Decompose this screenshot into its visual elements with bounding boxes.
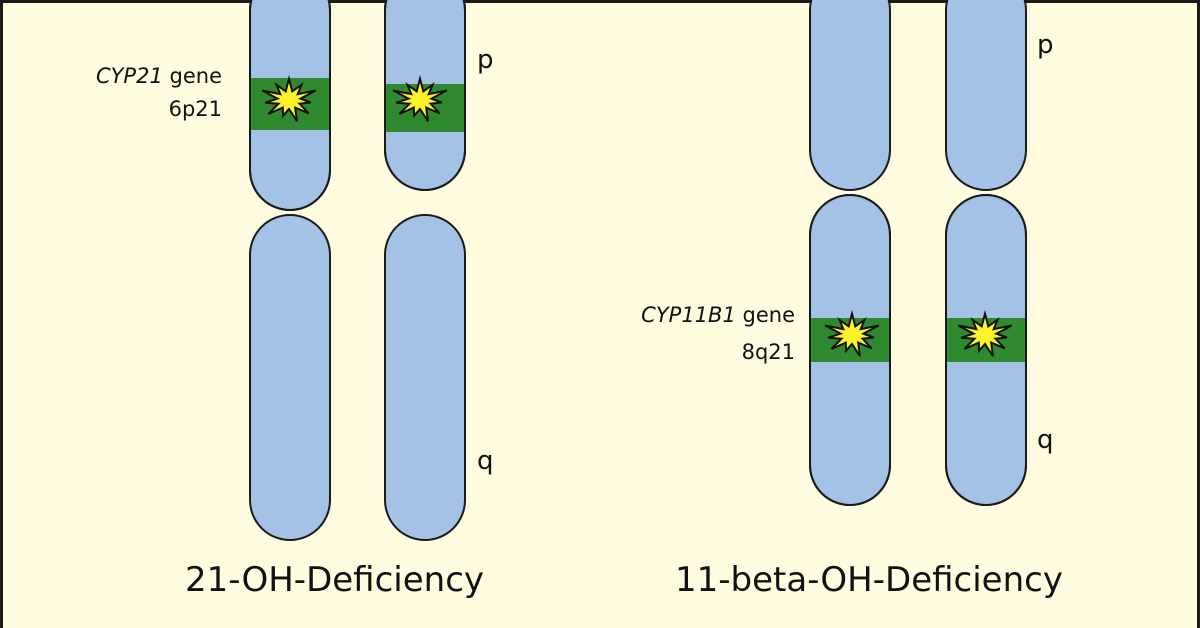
arm-label-p: p: [1037, 30, 1054, 60]
chromosome-6-left: [249, 0, 331, 541]
chromosome-6-right: [384, 0, 466, 541]
starburst-icon: [824, 309, 880, 357]
caption-21-oh: 21-OH-Deficiency: [185, 560, 485, 600]
caption-11-beta-oh: 11-beta-OH-Deficiency: [675, 560, 1063, 600]
gene-label-cyp21: CYP21 gene: [96, 66, 222, 87]
chromosome-8-right: [945, 0, 1027, 506]
q-arm: [384, 214, 466, 541]
q-arm: [249, 214, 331, 541]
p-arm: [945, 0, 1027, 191]
gene-name: CYP11B1: [641, 303, 736, 327]
band-label-6p21: 6p21: [168, 97, 222, 121]
gene-word: gene: [742, 303, 795, 327]
gene-word: gene: [169, 64, 222, 88]
arm-label-p: p: [477, 45, 494, 75]
gene-label-cyp11b1: CYP11B1 gene: [641, 305, 795, 326]
starburst-icon: [261, 74, 317, 122]
arm-label-q: q: [1037, 425, 1054, 455]
chromosome-8-left: [809, 0, 891, 506]
p-arm: [809, 0, 891, 191]
gene-name: CYP21: [95, 64, 163, 88]
starburst-icon: [392, 74, 448, 122]
starburst-icon: [957, 309, 1013, 357]
arm-label-q: q: [477, 446, 494, 476]
band-label-8q21: 8q21: [741, 340, 795, 364]
